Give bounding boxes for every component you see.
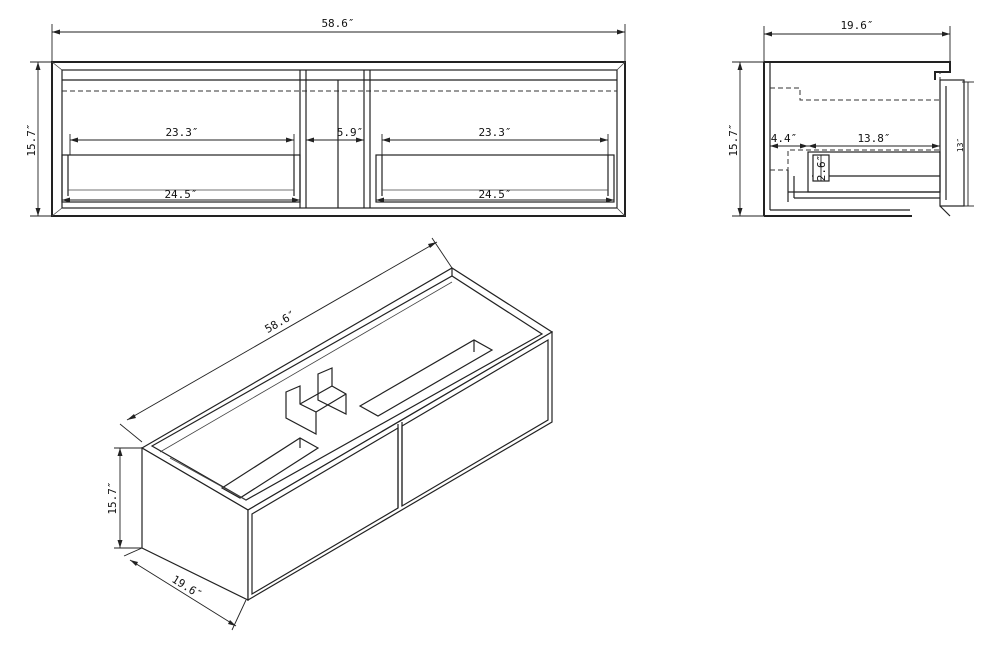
- front-height-dimension: 15.7″: [25, 61, 52, 217]
- center-gap-label: 5.9″: [337, 126, 364, 139]
- side-view: 19.6″ 15.7″: [727, 19, 974, 217]
- front-height-label: 15.7″: [25, 123, 38, 156]
- side-top-outline: [764, 61, 951, 80]
- front-inner-frame: [61, 69, 618, 209]
- iso-front: [247, 330, 553, 602]
- side-front-height-label: 13″: [956, 138, 965, 152]
- side-drawer-height-dimension: 2.6″: [812, 154, 830, 182]
- side-offset-dimension: 4.4″: [770, 132, 808, 149]
- front-width-label: 58.6″: [321, 17, 354, 30]
- left-outer-width-label: 24.5″: [164, 188, 197, 201]
- front-outer-frame: [51, 61, 626, 217]
- side-drawer-front: [939, 79, 965, 207]
- front-view: 58.6″ 15.7″: [25, 17, 626, 217]
- center-gap-dimension: 5.9″: [306, 126, 364, 143]
- right-inner-width-label: 23.3″: [478, 126, 511, 139]
- iso-height-dimension: 15.7″: [106, 447, 142, 549]
- right-outer-width-label: 24.5″: [478, 188, 511, 201]
- front-width-dimension: 58.6″: [51, 17, 626, 62]
- side-drawer-depth-label: 13.8″: [857, 132, 890, 145]
- iso-depth-label: 19.6″: [169, 573, 204, 602]
- front-left-drawer: 23.3″ 24.5″: [61, 126, 301, 203]
- side-offset-label: 4.4″: [771, 132, 798, 145]
- iso-height-label: 15.7″: [106, 481, 119, 514]
- side-drawer-height-label: 2.6″: [815, 155, 828, 182]
- iso-view: 58.6″ 15.7″ 19.6″: [106, 237, 554, 631]
- side-depth-label: 19.6″: [840, 19, 873, 32]
- side-drawer-box: [787, 151, 941, 202]
- side-depth-dimension: 19.6″: [763, 19, 951, 62]
- front-center-divider: [299, 70, 371, 208]
- side-height-dimension: 15.7″: [727, 61, 764, 217]
- side-front-height-dimension: 13″: [956, 81, 974, 207]
- side-drawer-depth-dimension: 13.8″: [808, 132, 940, 149]
- side-height-label: 15.7″: [727, 123, 740, 156]
- front-right-drawer: 23.3″ 24.5″: [375, 126, 615, 203]
- left-inner-width-label: 23.3″: [165, 126, 198, 139]
